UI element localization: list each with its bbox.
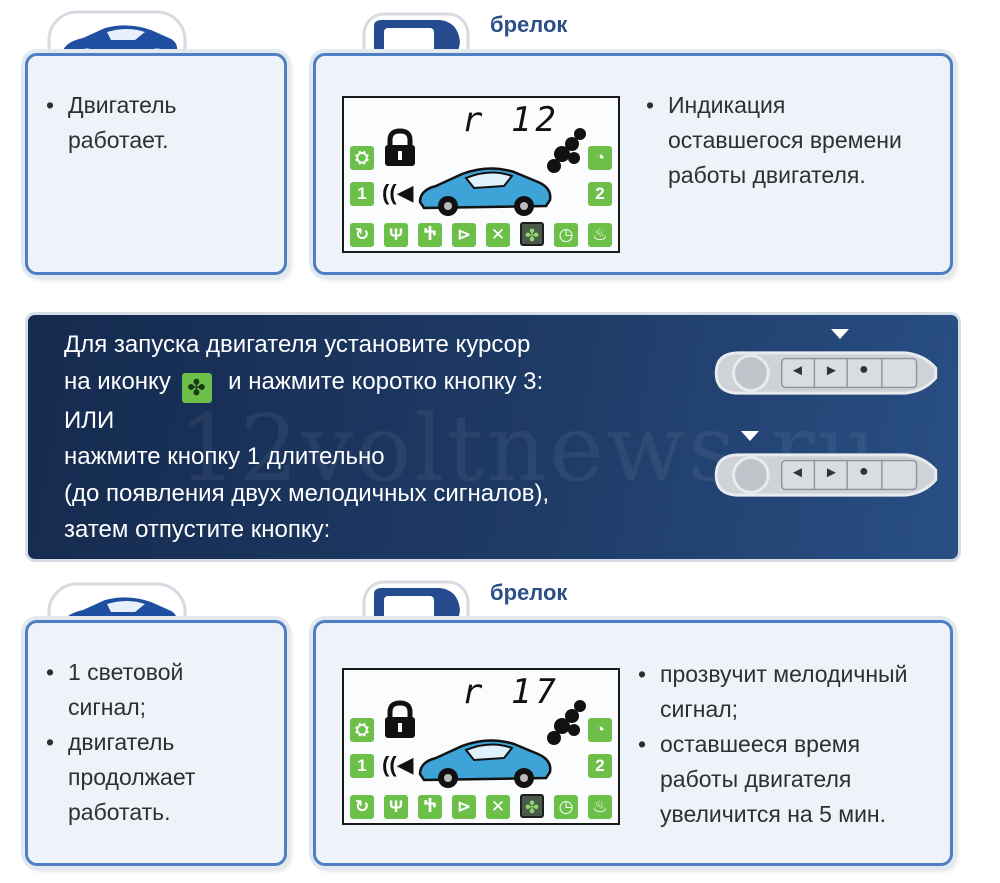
exhaust-smoke-icon [547, 128, 586, 173]
lcd-icon-wrench: Ψ [384, 795, 408, 819]
lcd-icon-engine: ⛭ [350, 146, 374, 170]
bullet-text: 1 световой сигнал; [46, 655, 246, 725]
lock-icon [385, 128, 415, 166]
lcd-icon-fan-selected: ✤ [520, 794, 544, 818]
lcd-icon-engine: ⛭ [350, 718, 374, 742]
instruction-line: ИЛИ [64, 406, 115, 434]
lcd-icon-clock: ◷ [554, 795, 578, 819]
remote-button-right: ► [824, 464, 839, 481]
lcd-icon-tool: Ⴕ [418, 223, 442, 247]
bullet-text: прозвучит мелодичный сигнал; [638, 657, 938, 727]
lcd-icon-tool: Ⴕ [418, 795, 442, 819]
lcd-icon-channel-1: 1 [350, 182, 374, 206]
engine-status-box: Двигатель работает. [25, 53, 287, 275]
lcd-icon-fan-selected: ✤ [520, 222, 544, 246]
instruction-line: на иконку ✤ и нажмите коротко кнопку 3: [64, 364, 549, 403]
lcd-icon-wrench: Ψ [384, 223, 408, 247]
lcd-icon-light: ⊳ [452, 223, 476, 247]
lcd-icon-trunk: ✕ [486, 795, 510, 819]
bullet-text: оставшееся время работы двигателя увелич… [638, 727, 938, 832]
lcd-icon-temperature: ♨ [588, 795, 612, 819]
instruction-line: нажмите кнопку 1 длительно [64, 443, 385, 470]
remote-button-strip [714, 453, 938, 497]
lcd-timer-digits: r 17 [462, 672, 560, 712]
lcd-icon-clock: ◷ [554, 223, 578, 247]
remote-button-strip [714, 351, 938, 395]
lcd-icon-temperature: ♨ [588, 223, 612, 247]
lock-icon [385, 700, 415, 738]
lcd-icon-channel-1: 1 [350, 754, 374, 778]
lcd-icon-gauge: ◔ [588, 718, 612, 742]
lcd-icon-channel-2: 2 [588, 754, 612, 778]
siren-icon: ((◀ [382, 180, 414, 205]
cursor-arrow-icon [741, 431, 759, 441]
instruction-line: Для запуска двигателя установите курсор [64, 331, 531, 358]
lcd-icon-trunk: ✕ [486, 223, 510, 247]
instruction-text: Для запуска двигателя установите курсор … [64, 327, 549, 549]
remote-button-left: ◄ [790, 464, 805, 481]
lcd-icon-gauge: ◔ [588, 146, 612, 170]
bullet-text: Индикация оставшегося времени работы дви… [646, 88, 926, 193]
remote-button-left: ◄ [790, 362, 805, 379]
lcd-icon-channel-2: 2 [588, 182, 612, 206]
fob-status-bullets: Индикация оставшегося времени работы дви… [646, 88, 926, 193]
fob-lcd-display: r 12 ⛭ 1 ((◀ ◔ 2 ↻ Ψ [342, 96, 620, 253]
instruction-banner: 12voltnews.ru Для запуска двигателя уста… [25, 312, 961, 562]
cursor-arrow-icon [831, 329, 849, 339]
fob-label: брелок [490, 12, 568, 37]
lcd-icon-refresh: ↻ [350, 223, 374, 247]
fob-status-bullets: прозвучит мелодичный сигнал; оставшееся … [638, 657, 938, 832]
bullet-text: двигатель продолжает работать. [46, 725, 246, 830]
fob-status-box: r 17 ⛭ 1 ((◀ ◔ 2 ↻ Ψ [313, 620, 953, 866]
siren-icon: ((◀ [382, 752, 414, 777]
remote-button-3: ● [859, 361, 869, 378]
engine-status-box: 1 световой сигнал; двигатель продолжает … [25, 620, 287, 866]
car-silhouette-icon [418, 739, 552, 788]
instruction-line: затем отпустите кнопку: [64, 516, 331, 543]
exhaust-smoke-icon [547, 700, 586, 745]
remote-button-3: ● [859, 463, 869, 480]
lcd-icon-light: ⊳ [452, 795, 476, 819]
car-silhouette-icon [418, 167, 552, 216]
fan-icon: ✤ [181, 372, 212, 403]
lcd-timer-digits: r 12 [462, 100, 560, 140]
bullet-text: Двигатель работает. [46, 88, 216, 158]
remote-button-right: ► [824, 362, 839, 379]
fob-label: брелок [490, 580, 568, 605]
fob-status-box: r 12 ⛭ 1 ((◀ ◔ 2 ↻ Ψ [313, 53, 953, 275]
lcd-icon-refresh: ↻ [350, 795, 374, 819]
instruction-line: (до появления двух мелодичных сигналов), [64, 479, 550, 507]
fob-lcd-display: r 17 ⛭ 1 ((◀ ◔ 2 ↻ Ψ [342, 668, 620, 825]
